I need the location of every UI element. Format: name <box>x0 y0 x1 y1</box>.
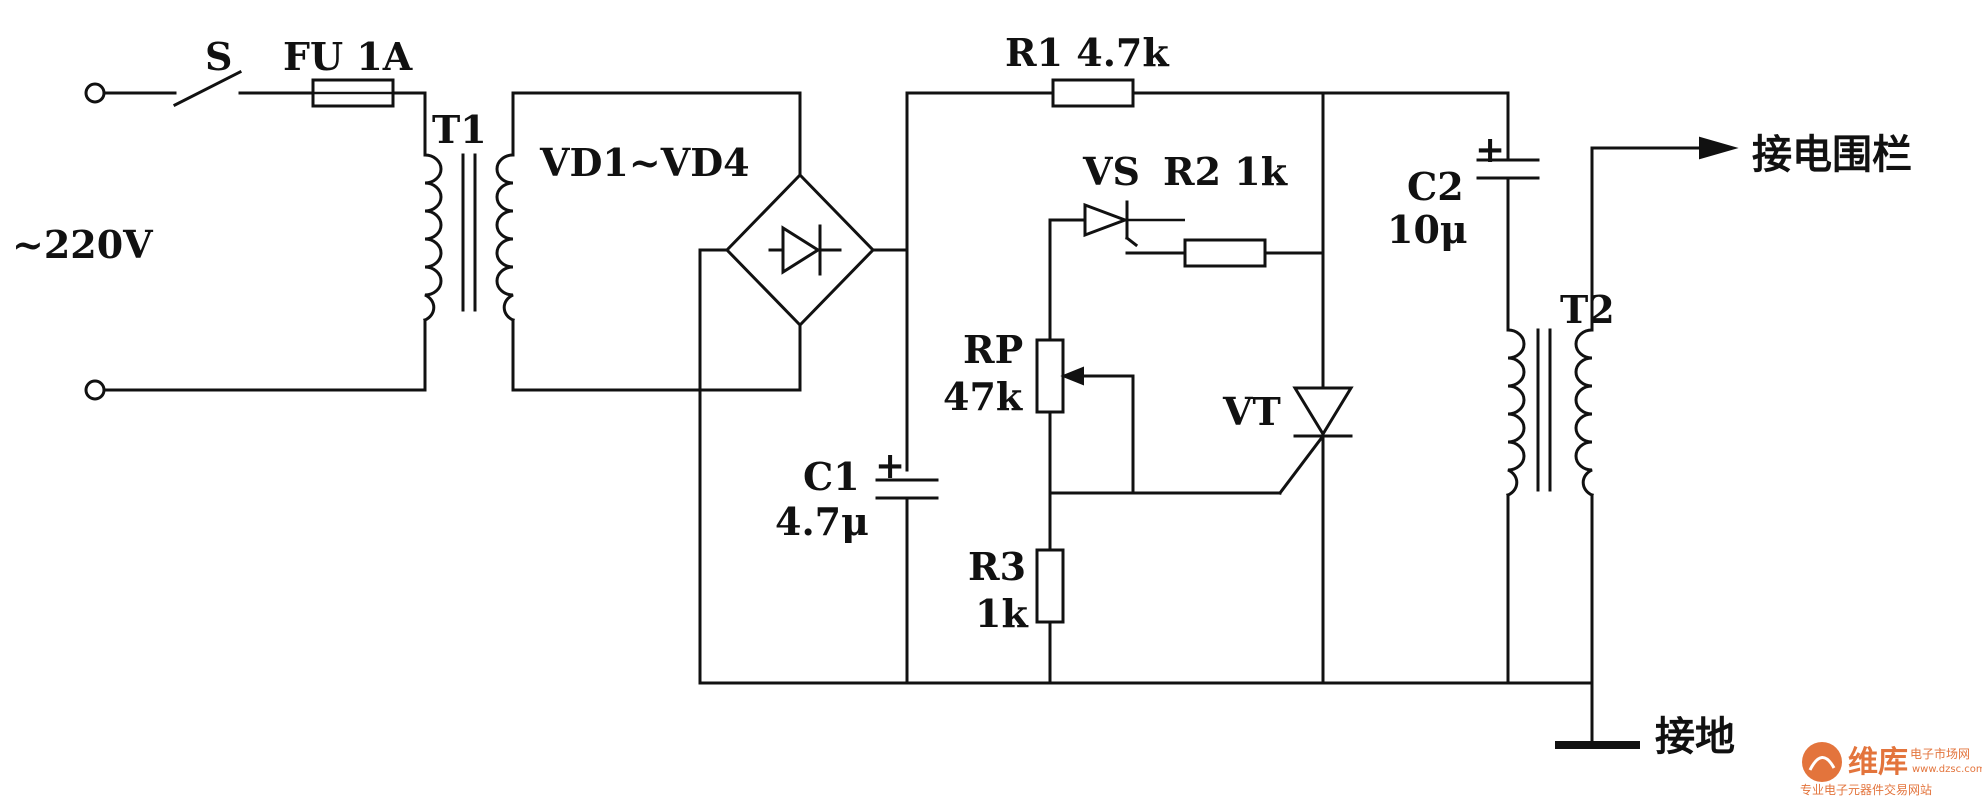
label-r3-value: 1k <box>975 591 1028 636</box>
label-c1-name: C1 <box>803 454 860 499</box>
output-arrow-icon <box>1699 136 1739 160</box>
resistor-r2 <box>1183 238 1267 268</box>
label-rp-value: 47k <box>943 374 1023 419</box>
potentiometer-rp <box>1035 338 1065 414</box>
bridge-diode-icon <box>781 225 821 275</box>
resistor-r3 <box>1035 548 1065 624</box>
label-r2: R2 1k <box>1163 149 1288 194</box>
label-t1: T1 <box>432 107 487 152</box>
label-mains: ~220V <box>12 222 154 267</box>
label-bridge: VD1~VD4 <box>539 140 750 185</box>
watermark-logo-icon <box>1802 742 1842 782</box>
resistor-r1 <box>1051 78 1135 108</box>
watermark: 维库 电子市场网 www.dzsc.com 专业电子元器件交易网站 <box>1800 742 1982 797</box>
label-c2-value: 10μ <box>1387 207 1468 252</box>
label-vs: VS <box>1082 149 1140 194</box>
label-c1-value: 4.7μ <box>775 499 869 544</box>
label-rp-name: RP <box>963 327 1023 372</box>
watermark-slogan: 专业电子元器件交易网站 <box>1800 782 1932 797</box>
terminal-bottom <box>84 379 106 401</box>
label-output: 接电围栏 <box>1752 132 1912 178</box>
output-stage <box>1476 91 1739 747</box>
plus-c2: + <box>1475 129 1505 171</box>
plus-c1: + <box>875 445 905 487</box>
label-r1: R1 4.7k <box>1005 30 1169 75</box>
watermark-brand: 维库 <box>1848 745 1908 780</box>
trigger-network <box>1035 91 1325 685</box>
thyristor-vt <box>1277 386 1354 685</box>
label-t2: T2 <box>1560 287 1615 332</box>
label-switch: S <box>205 34 232 79</box>
mains-input <box>84 69 427 401</box>
label-fuse: FU 1A <box>283 34 413 79</box>
ground-bus <box>698 681 1640 749</box>
label-r3-name: R3 <box>968 544 1026 589</box>
label-ground: 接地 <box>1655 714 1735 760</box>
watermark-brand-sub: 电子市场网 <box>1910 746 1970 761</box>
label-vt: VT <box>1222 389 1281 434</box>
transformer-t1 <box>423 91 515 392</box>
wiper-arrow-icon <box>1060 366 1084 386</box>
label-c2-name: C2 <box>1407 164 1464 209</box>
capacitor-c1 <box>875 478 939 685</box>
zener-diode-vs <box>1083 200 1139 248</box>
switch-s <box>172 69 243 108</box>
positive-rail <box>875 78 1510 685</box>
watermark-site: www.dzsc.com <box>1912 764 1982 775</box>
terminal-top <box>84 82 106 104</box>
transformer-t2 <box>1506 328 1594 497</box>
bridge-rectifier <box>511 91 909 685</box>
